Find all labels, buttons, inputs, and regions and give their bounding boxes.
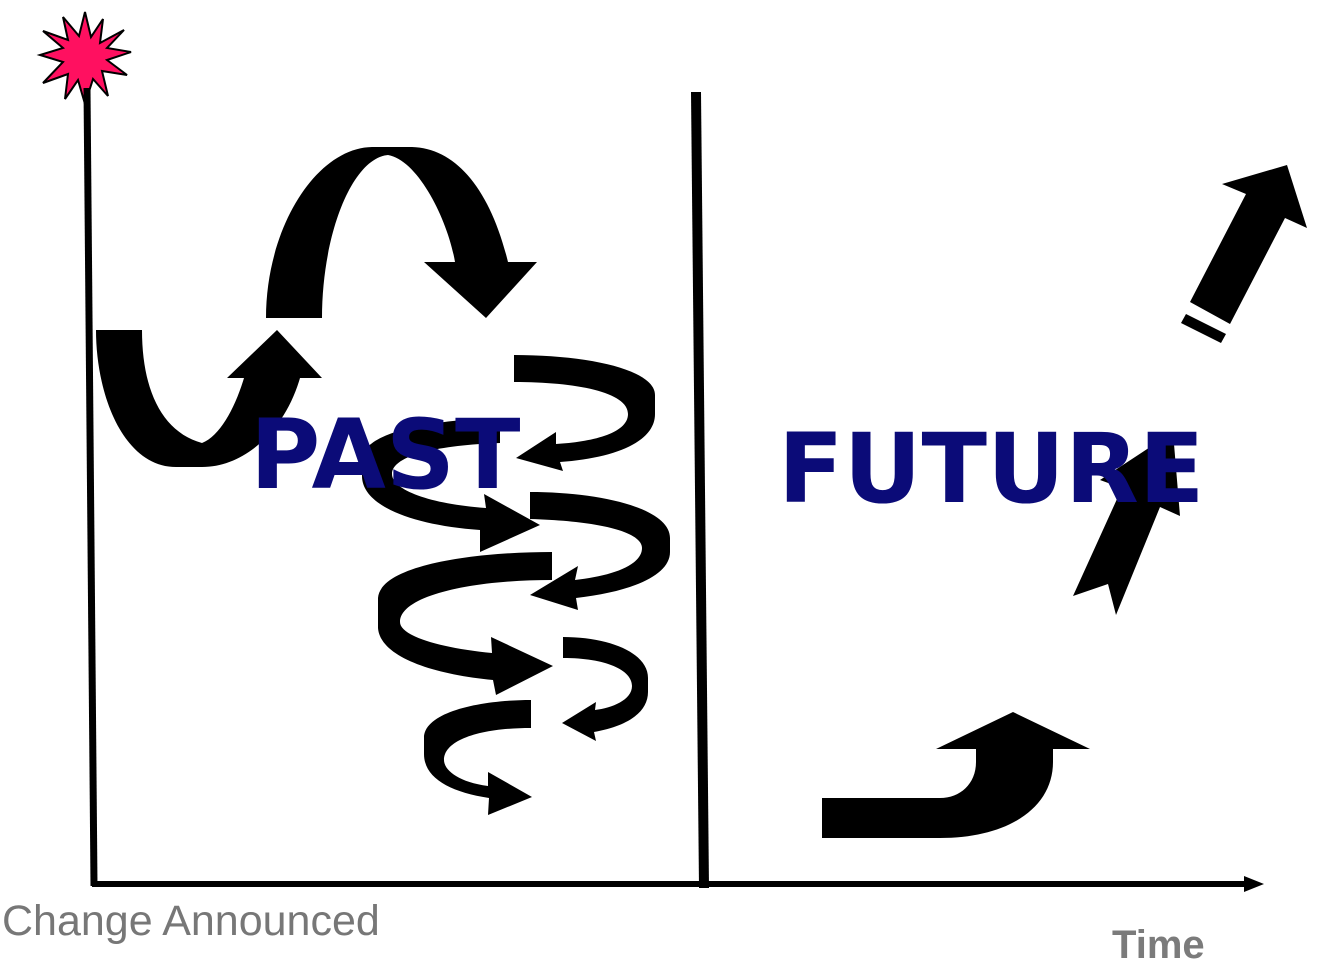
x-axis-arrowhead xyxy=(1244,876,1264,892)
future-label: FUTURE xyxy=(778,413,1204,525)
past-future-divider xyxy=(691,91,709,889)
time-axis-label: Time xyxy=(1112,923,1205,967)
upward-arrows-icon xyxy=(822,165,1307,838)
swirling-arrows-icon xyxy=(96,147,670,815)
y-axis xyxy=(83,87,98,887)
change-announced-label: Change Announced xyxy=(2,897,380,945)
past-label: PAST xyxy=(250,399,520,511)
